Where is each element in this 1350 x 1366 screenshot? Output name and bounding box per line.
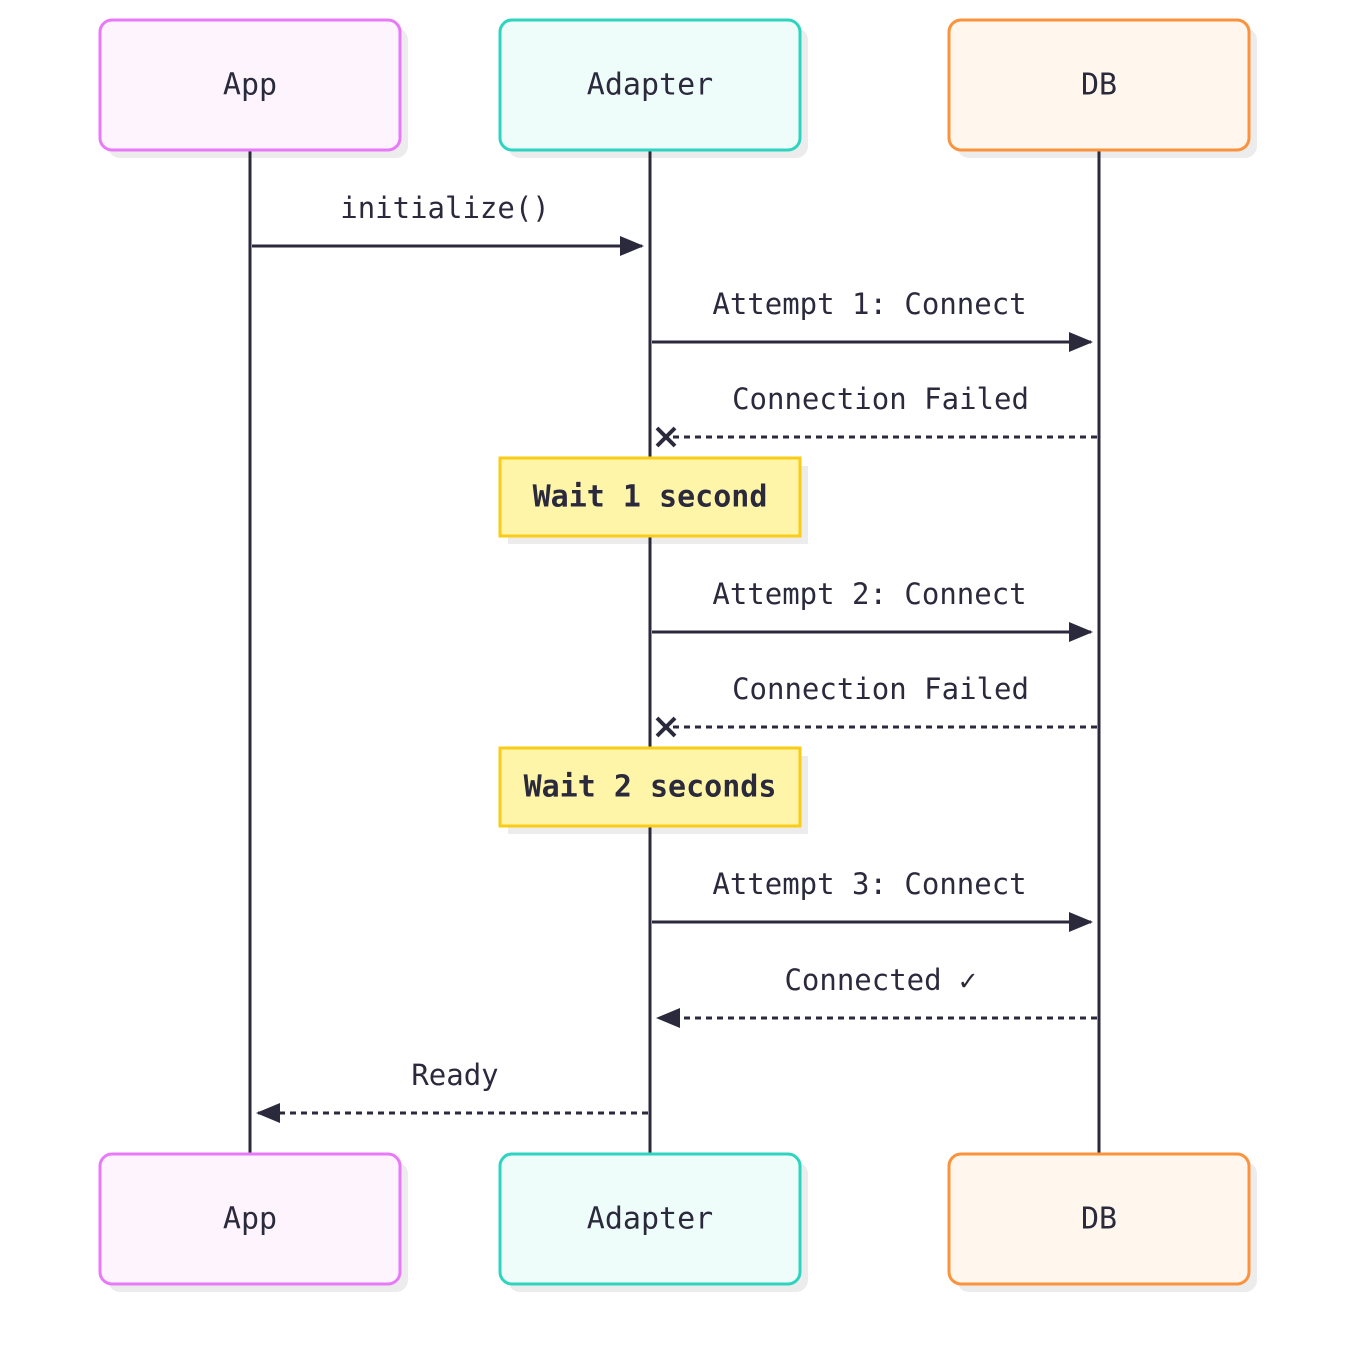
actor-label-adapter-bottom: Adapter (587, 1202, 713, 1237)
message-label: Attempt 2: Connect (712, 577, 1026, 611)
actor-app-top: App (98, 18, 402, 152)
actor-label-db-top: DB (1081, 68, 1117, 103)
actor-box-db-top (947, 18, 1251, 152)
message-label: Connected ✓ (784, 963, 976, 997)
note-box (498, 456, 802, 538)
lifelines-layer (248, 150, 1101, 1154)
message-label: initialize() (340, 191, 550, 225)
message: Connected ✓ (656, 963, 1097, 1028)
actor-label-app-top: App (223, 68, 277, 103)
actor-label-adapter-top: Adapter (587, 68, 713, 103)
actor-box-adapter-top (498, 18, 802, 152)
actor-label-db-bottom: DB (1081, 1202, 1117, 1237)
message: Ready (256, 1058, 648, 1123)
cross-icon (655, 426, 677, 448)
actor-box-db-bottom (947, 1152, 1251, 1286)
message-label: Ready (411, 1058, 498, 1092)
message-label: Attempt 1: Connect (712, 287, 1026, 321)
note: Wait 2 seconds (498, 746, 802, 828)
actor-db-bottom: DB (947, 1152, 1251, 1286)
message: Connection Failed (655, 382, 1097, 448)
shadows-layer (108, 28, 1257, 1292)
actor-app-bottom: App (98, 1152, 402, 1286)
note-box (498, 746, 802, 828)
actor-box-app-top (98, 18, 402, 152)
message: Attempt 1: Connect (652, 287, 1093, 352)
actor-label-app-bottom: App (223, 1202, 277, 1237)
note-label: Wait 2 seconds (524, 770, 777, 805)
note-label: Wait 1 second (533, 480, 768, 515)
message-label: Attempt 3: Connect (712, 867, 1026, 901)
actor-box-app-bottom (98, 1152, 402, 1286)
messages-layer: initialize() Attempt 1: ConnectConnection… (252, 191, 1097, 1123)
message: Attempt 3: Connect (652, 867, 1093, 932)
message: Connection Failed (655, 672, 1097, 738)
message-label: Connection Failed (732, 672, 1029, 706)
actor-adapter-bottom: Adapter (498, 1152, 802, 1286)
actor-adapter-top: Adapter (498, 18, 802, 152)
actor-box-adapter-bottom (498, 1152, 802, 1286)
actor-db-top: DB (947, 18, 1251, 152)
message: Attempt 2: Connect (652, 577, 1093, 642)
message: initialize() (252, 191, 644, 256)
message-label: Connection Failed (732, 382, 1029, 416)
note: Wait 1 second (498, 456, 802, 538)
cross-icon (655, 716, 677, 738)
